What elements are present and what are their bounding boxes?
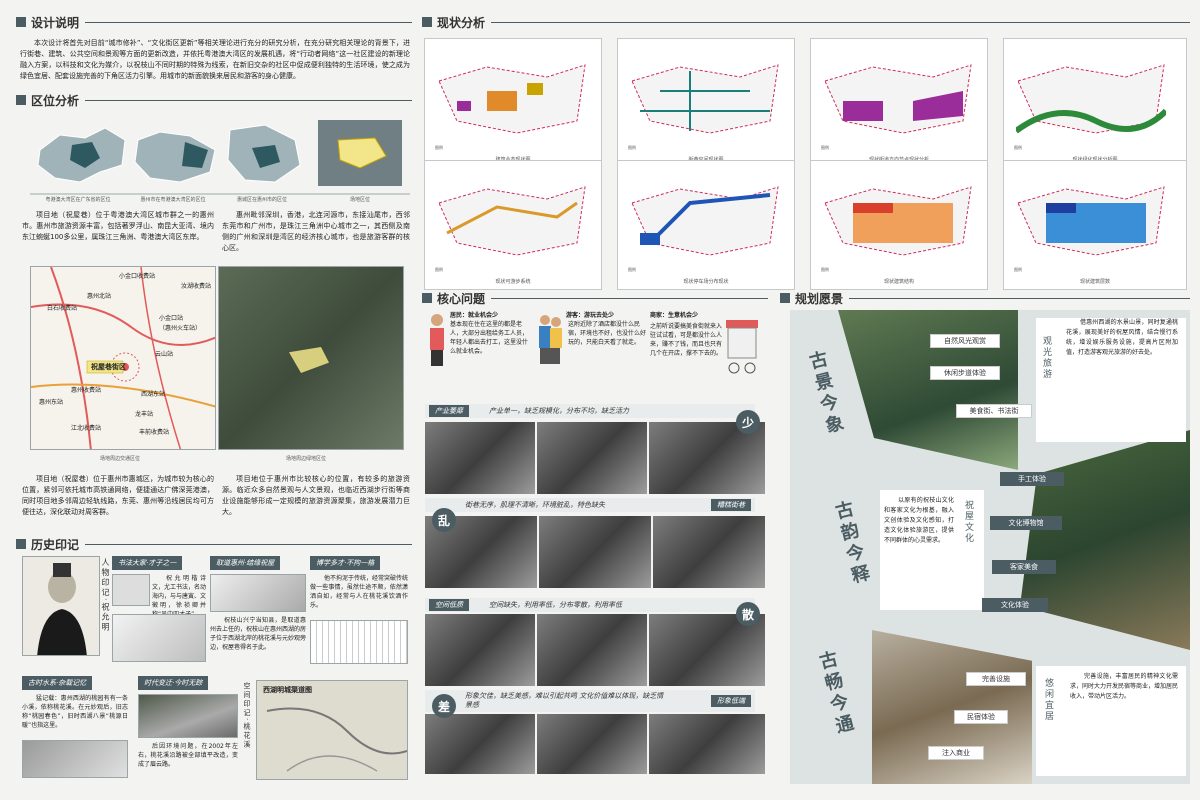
section-mark-icon [422,17,432,27]
bay-area-map-shape [134,131,216,183]
design-section-title: 设计说明 [16,14,412,30]
section-mark-icon [780,293,790,303]
street-photos [425,516,765,588]
badge-scattered: 散 [736,602,760,626]
group1-card: 观光旅游 借惠州西湖的水景山景，同时复通桃花溪，展现美好的祝屋风情，结合慢行系统… [1036,318,1186,442]
persona-merchant: 商家：生意机会少 之前听说要搞美食街就来入驻试试看，可是都没什么人来，赚不了钱，… [650,310,762,398]
section-mark-icon [16,95,26,105]
core-section-title: 核心问题 [422,290,768,306]
vendor-cart-icon [726,320,758,374]
badge-poor: 差 [432,694,456,718]
location-text-right: 惠州毗邻深圳，香港，北连河源市，东接汕尾市，西邻东莞市和广州市，是珠江三角洲中心… [222,211,410,252]
street-photo-image [138,694,238,738]
section-mark-icon [16,539,26,549]
design-text: 本次设计将首先对目前“城市修补”、“文化街区更新”等相关理论进行充分的研究分析，… [20,39,410,80]
pavilion-photo [872,630,1032,784]
site-circle [110,352,140,382]
vision-panel [790,310,1190,784]
calligraphy-image [112,574,150,606]
status-map-4: 图例 现状绿化现状分析图 [1003,38,1187,168]
group2-card: 以原有的祝枝山文化和客家文化为根基，融入文创体验及文化感知，打造文化体验旅游区，… [880,490,984,610]
location-text-left: 项目地（祝屋巷）位于粤港澳大湾区城市群之一的惠州市。惠州市旅游资源丰富，包括著罗… [22,211,214,241]
resident-figure-icon [430,314,444,366]
transport-map: 小金口收费站 汝湖收费站 惠州北站 白石收费站 小金口站 （惠州火车站） 祝屋巷… [30,266,216,450]
tourist-figure-icon [539,315,562,364]
landscape-photo-2 [1020,430,1190,650]
historic-map-image: 西湖明城渠道图 [256,680,408,780]
location-text-bottom-left: 项目地（祝屋巷）位于惠州市惠城区，为城市较为核心的位置，紧邻可依托城市高铁通网络… [22,475,214,516]
location-section-title: 区位分析 [16,92,412,108]
huizhou-highlight [182,142,208,168]
vision-section-title: 规划愿景 [780,290,1190,306]
old-photo-image [22,740,128,778]
industry-photos [425,422,765,494]
space-photos [425,614,765,686]
section-mark-icon [422,293,432,303]
badge-messy: 乱 [432,508,456,532]
ink-painting-image [210,574,306,612]
green-aerial-map [218,266,404,450]
section-mark-icon [16,17,26,27]
location-text-bottom-right: 项目地位于惠州市比较核心的位置，有较多的旅游资源。临近众多自然景观与人文景观，也… [222,475,410,516]
bay-area-highlight [70,142,100,168]
huicheng-highlight [252,145,280,168]
status-map-6: 图例 现状停车场分布现状 [617,160,795,290]
status-map-2: 图例 街巷空间现状图 [617,38,795,168]
persona-resident: 居民：就业机会少 基本现在住在这里的都是老人，大部分出租给务工人员，年轻人都出去… [426,310,532,398]
history-section-title: 历史印记 [16,536,412,552]
status-map-5: 图例 现状可游步系统 [424,160,602,290]
status-map-8: 图例 现状建筑层数 [1003,160,1187,290]
status-map-3: 图例 现状街道方向节点现状分析 [810,38,988,168]
calligraphy-scroll-image [310,620,408,664]
status-map-1: 图例 建筑业态现状图 [424,38,602,168]
status-section-title: 现状分析 [422,14,1190,30]
image-photos [425,714,765,774]
painting-image [112,614,206,662]
site-highlight [337,137,387,169]
portrait-image [22,556,100,656]
region-maps [30,120,410,195]
site-highlight [289,347,329,373]
badge-few: 少 [736,410,760,434]
persona-tourist: 游客：游玩去处少 这附近除了酒店都没什么民宿，环境也不好，也没什么好玩的，只能白… [536,310,648,398]
status-map-7: 图例 现状建筑结构 [810,160,988,290]
group3-card: 悠闲宜居 完善设施，丰富居民的精神文化需求，同时大力开发民宿等商业，增加居民收入… [1036,666,1186,776]
